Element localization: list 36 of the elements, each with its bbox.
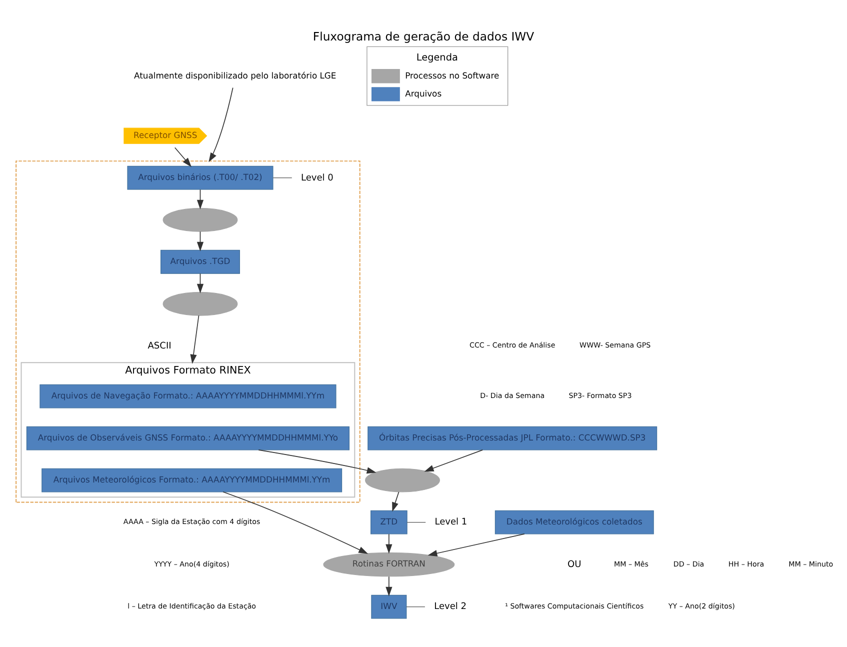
node-label: Level 2 xyxy=(434,602,467,612)
node-box: Arquivos binários (.T00/ .T02) xyxy=(127,166,274,190)
arrow xyxy=(428,534,525,556)
node-label: Level 1 xyxy=(434,518,468,528)
arrow xyxy=(190,315,200,364)
cluster xyxy=(16,160,360,503)
node-label: ASCII xyxy=(148,341,172,352)
node-text: Atualmente disponibilizado pelo laboratório LGE xyxy=(134,70,336,80)
arrow xyxy=(386,576,392,596)
arrow xyxy=(174,147,192,168)
diagram-title: Fluxograma de geração de dados IWV xyxy=(312,29,534,44)
node-ellipse: Rotinas FORTRAN xyxy=(323,552,455,577)
node-box: Arquivos .TGD xyxy=(160,250,240,274)
legend-label: Arquivos xyxy=(405,88,442,98)
node-box: Arquivos de Observáveis GNSS Formato.: AAAAYYYYMMDDHHMMMl.YYo xyxy=(26,426,350,450)
label: Legenda xyxy=(416,52,458,64)
label: OU xyxy=(568,560,582,570)
node-ellipse xyxy=(162,208,238,232)
arrow xyxy=(196,189,204,210)
node-label: Level 0 xyxy=(300,173,334,184)
arrow xyxy=(222,492,368,554)
node-box: IWV xyxy=(371,594,407,619)
node-ellipse xyxy=(162,292,238,316)
arrow xyxy=(196,273,204,294)
arrow xyxy=(208,87,234,162)
arrow xyxy=(196,231,204,252)
node-box: ZTD xyxy=(370,510,408,534)
node-box: Órbitas Precisas Pós-Processadas JPL Formato.: CCCWWWD.SP3 xyxy=(368,426,658,450)
node-box: Arquivos Meteorológicos Formato.: AAAAYYYYMMDDHHMMMl.YYm xyxy=(42,468,342,492)
node-box: Arquivos de Navegação Formato.: AAAAYYYYMMDDHHMMMl.YYm xyxy=(40,384,336,408)
arrow xyxy=(258,450,376,474)
legend-label: Processos no Software xyxy=(405,70,500,80)
node-box: Dados Meteorológicos coletados xyxy=(494,510,654,534)
arrow xyxy=(386,534,392,554)
arrow xyxy=(392,492,400,512)
arrow xyxy=(424,450,484,472)
